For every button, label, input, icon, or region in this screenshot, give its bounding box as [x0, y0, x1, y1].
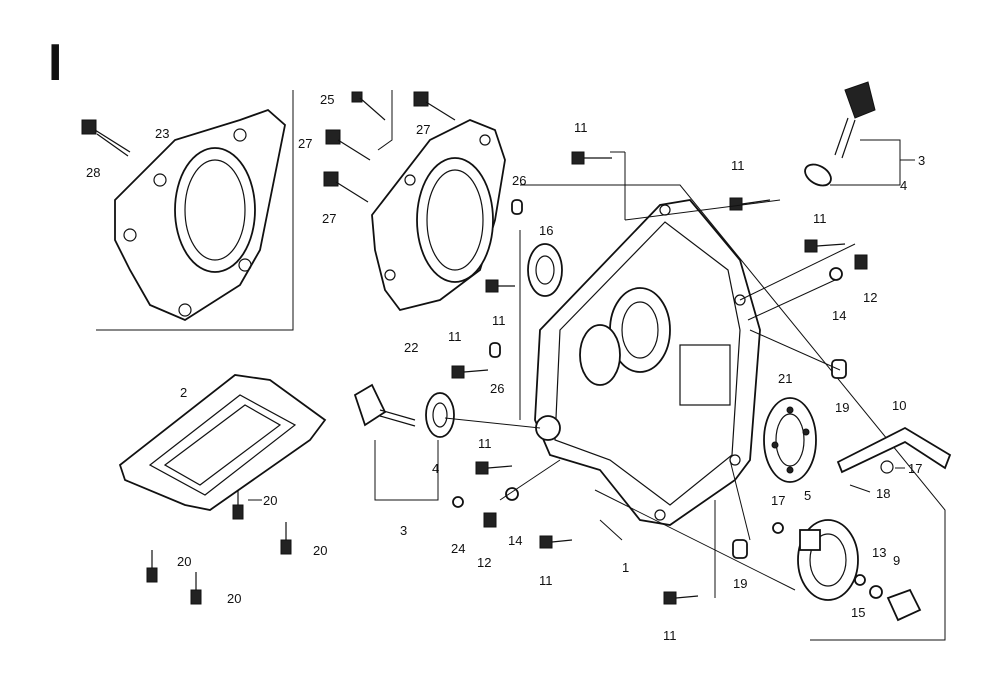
- callout-20-a: 20: [263, 493, 277, 508]
- callout-27-c: 27: [322, 211, 336, 226]
- callout-20-c: 20: [177, 554, 191, 569]
- bolts-25-27: [323, 91, 456, 203]
- governor-arm-10: [836, 426, 952, 474]
- bolts-20: [146, 490, 292, 605]
- callout-3-right: 3: [918, 153, 925, 168]
- callout-labels: 1 2 3 3 4 4 5 9 10 11 11 11 11 11 11 11 …: [86, 92, 925, 643]
- callout-25: 25: [320, 92, 334, 107]
- callout-22: 22: [404, 340, 418, 355]
- bolts-11: [451, 151, 846, 605]
- callout-4-left: 4: [432, 461, 439, 476]
- callout-27-a: 27: [416, 122, 430, 137]
- middle-housing-22: [371, 119, 506, 312]
- callout-11-d: 11: [492, 313, 506, 328]
- callout-15: 15: [851, 605, 865, 620]
- callout-23: 23: [155, 126, 169, 141]
- base-plate-2: [118, 374, 327, 511]
- callout-19-left: 19: [733, 576, 747, 591]
- callout-11-h: 11: [663, 628, 677, 643]
- callout-21: 21: [778, 371, 792, 386]
- callout-1: 1: [622, 560, 629, 575]
- callout-10: 10: [892, 398, 906, 413]
- callout-12-right: 12: [863, 290, 877, 305]
- oil-filler-cap-3-right: [804, 81, 876, 187]
- callout-19-right: 19: [835, 400, 849, 415]
- callout-9: 9: [893, 553, 900, 568]
- callout-14-left: 14: [508, 533, 522, 548]
- callout-26-top: 26: [512, 173, 526, 188]
- callout-11-f: 11: [478, 436, 492, 451]
- callout-11-b: 11: [731, 158, 745, 173]
- small-hardware: [452, 199, 922, 622]
- gear-5: [797, 519, 859, 601]
- callout-26-bottom: 26: [490, 381, 504, 396]
- callout-27-b: 27: [298, 136, 312, 151]
- callout-18: 18: [876, 486, 890, 501]
- callout-13: 13: [872, 545, 886, 560]
- callout-2: 2: [180, 385, 187, 400]
- leader-lines: [248, 139, 915, 598]
- callout-20-b: 20: [313, 543, 327, 558]
- oil-filler-cap-3-left: [353, 383, 455, 438]
- assembly-boundary-lines: [96, 90, 946, 641]
- callout-11-c: 11: [813, 211, 827, 226]
- callout-28: 28: [86, 165, 100, 180]
- callout-20-d: 20: [227, 591, 241, 606]
- callout-5: 5: [804, 488, 811, 503]
- callout-11-a: 11: [574, 120, 588, 135]
- oil-seal-16: [527, 243, 563, 297]
- callout-4-right: 4: [900, 178, 907, 193]
- callout-17-left: 17: [771, 493, 785, 508]
- barrel-housing-23: [114, 108, 286, 322]
- callout-3-left: 3: [400, 523, 407, 538]
- section-title: I: [48, 34, 62, 92]
- callout-17-right: 17: [908, 461, 922, 476]
- callout-16: 16: [539, 223, 553, 238]
- callout-24: 24: [451, 541, 465, 556]
- callout-11-g: 11: [539, 573, 553, 588]
- bearing-21: [763, 397, 817, 483]
- callout-12-left: 12: [477, 555, 491, 570]
- callout-14-right: 14: [832, 308, 846, 323]
- bolt-28: [81, 119, 131, 157]
- callout-11-e: 11: [448, 329, 462, 344]
- crankcase-1: [534, 199, 761, 526]
